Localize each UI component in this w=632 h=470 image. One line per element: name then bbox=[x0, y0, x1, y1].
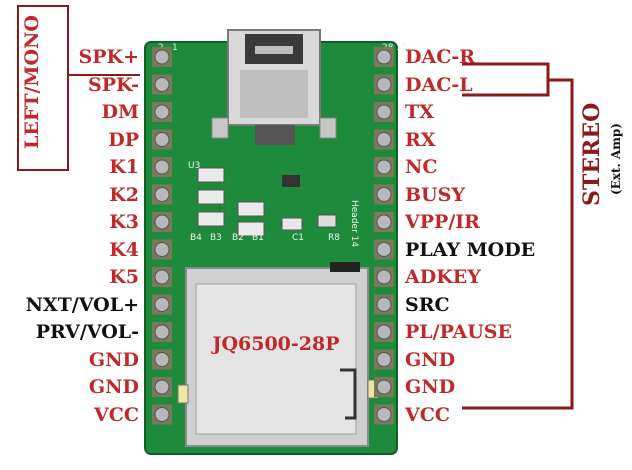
stereo-label: STEREO bbox=[579, 102, 605, 206]
sd-notch bbox=[330, 262, 360, 272]
silkscreen-label: 1 bbox=[172, 43, 178, 53]
left-pin bbox=[154, 104, 170, 120]
silkscreen-label: R8 bbox=[328, 233, 340, 243]
left-pin-label: DM bbox=[101, 101, 139, 123]
left-pin bbox=[154, 132, 170, 147]
right-pin-label: PLAY MODE bbox=[405, 238, 536, 261]
stereo-sublabel: (Ext. Amp) bbox=[609, 123, 623, 195]
silkscreen-label: C1 bbox=[292, 233, 304, 243]
right-pin bbox=[376, 242, 392, 257]
silkscreen-label: B4 bbox=[190, 233, 202, 243]
component-5 bbox=[237, 221, 265, 237]
right-pin-label: VPP/IR bbox=[405, 211, 480, 233]
right-pin bbox=[376, 132, 392, 147]
right-pin-label: SRC bbox=[405, 293, 450, 316]
stereo-bracket-main bbox=[462, 78, 574, 410]
right-pin-label: BUSY bbox=[405, 183, 465, 206]
right-pin bbox=[376, 269, 392, 285]
silkscreen-label: U3 bbox=[188, 161, 200, 171]
silkscreen-label: 15 bbox=[396, 43, 407, 53]
left-pin bbox=[154, 77, 170, 92]
left-pin-label: PRV/VOL- bbox=[35, 321, 139, 343]
left-pin-label: NXT/VOL+ bbox=[25, 293, 139, 316]
usb-tongue bbox=[255, 46, 293, 54]
right-pin bbox=[376, 352, 392, 367]
left-header-pins bbox=[152, 47, 172, 425]
right-pin bbox=[376, 214, 392, 230]
component-2 bbox=[197, 189, 225, 205]
left-pin-label: GND bbox=[88, 376, 139, 398]
sd-card-inner bbox=[195, 283, 357, 435]
board-model-label: JQ6500-28P bbox=[210, 333, 339, 355]
component-4 bbox=[237, 201, 265, 217]
right-pin-label: VCC bbox=[405, 403, 450, 426]
right-header-pins bbox=[374, 47, 394, 425]
left-pin-label: SPK- bbox=[87, 73, 139, 96]
left-pin bbox=[154, 352, 170, 367]
right-pin bbox=[376, 379, 392, 395]
right-pin bbox=[376, 49, 392, 65]
component-6 bbox=[282, 175, 300, 187]
left-pin bbox=[154, 324, 170, 340]
left-pin-label: GND bbox=[88, 348, 139, 371]
left-pin-label: SPK+ bbox=[78, 46, 139, 68]
silkscreen-label: B3 bbox=[210, 233, 222, 243]
left-pin bbox=[154, 49, 170, 65]
right-pin-label: ADKEY bbox=[405, 266, 481, 288]
left-pin-label: K3 bbox=[109, 211, 139, 233]
right-pin bbox=[376, 297, 392, 312]
usb-pad-right bbox=[319, 117, 337, 139]
usb-pad-left bbox=[211, 117, 229, 139]
right-pin bbox=[376, 159, 392, 175]
silkscreen-label: Header 14 bbox=[349, 200, 359, 247]
right-pin bbox=[376, 187, 392, 202]
left-pin-label: K4 bbox=[109, 238, 139, 261]
left-pin-label: DP bbox=[108, 128, 139, 151]
right-pin-label: DAC-R bbox=[405, 46, 476, 68]
silkscreen-label: B2 bbox=[232, 233, 244, 243]
left-mono-bracket bbox=[17, 5, 140, 171]
component-7 bbox=[281, 217, 303, 231]
component-1 bbox=[197, 167, 225, 183]
left-pin bbox=[154, 269, 170, 285]
right-pin-label: TX bbox=[405, 101, 434, 123]
left-pin bbox=[154, 379, 170, 395]
left-pin-label: VCC bbox=[94, 403, 139, 426]
left-pin bbox=[154, 297, 170, 312]
left-pin bbox=[154, 159, 170, 175]
left-pin bbox=[154, 187, 170, 202]
usb-body-shadow bbox=[240, 70, 308, 118]
silkscreen-label: B1 bbox=[252, 233, 264, 243]
right-pin-label: RX bbox=[405, 128, 436, 151]
left-pin-label: K5 bbox=[109, 266, 139, 288]
right-pin-label: DAC-L bbox=[405, 73, 473, 96]
usb-pins bbox=[255, 125, 295, 145]
sd-tab-left bbox=[177, 384, 189, 404]
left-pin bbox=[154, 242, 170, 257]
left-pin-label: K2 bbox=[109, 183, 139, 206]
stereo-bracket-top bbox=[462, 62, 550, 97]
right-pin bbox=[376, 324, 392, 340]
right-pin-label: PL/PAUSE bbox=[405, 321, 513, 343]
component-8 bbox=[317, 214, 337, 228]
left-pin bbox=[154, 407, 170, 422]
left-mono-label: LEFT/MONO bbox=[21, 15, 43, 149]
left-pin-label: K1 bbox=[109, 156, 139, 178]
right-pin bbox=[376, 407, 392, 422]
right-pin bbox=[376, 104, 392, 120]
right-pin bbox=[376, 77, 392, 92]
left-pin bbox=[154, 214, 170, 230]
sd-latch bbox=[340, 368, 357, 420]
right-pin-label: GND bbox=[405, 348, 456, 371]
component-3 bbox=[197, 211, 225, 227]
right-pin-label: GND bbox=[405, 376, 456, 398]
right-pin-label: NC bbox=[405, 156, 438, 178]
